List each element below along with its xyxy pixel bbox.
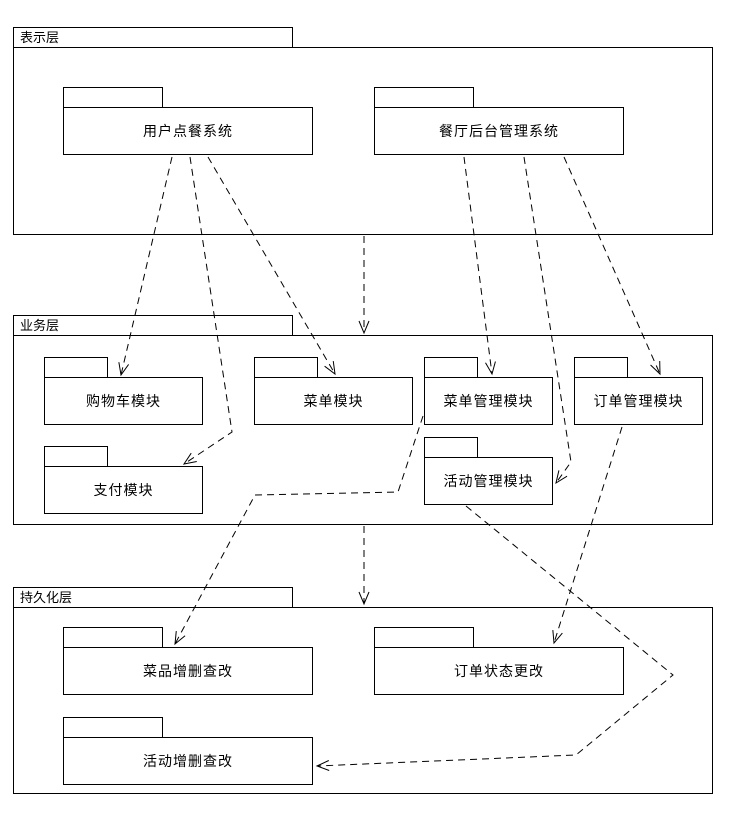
package-order-status-update: 订单状态更改 (374, 627, 624, 695)
package-body: 购物车模块 (44, 377, 203, 425)
package-tab (254, 357, 318, 377)
layer-label-presentation: 表示层 (20, 30, 60, 45)
package-tab (63, 627, 163, 647)
package-menu-module: 菜单模块 (254, 357, 413, 425)
package-activity-management-module: 活动管理模块 (424, 437, 553, 505)
package-label: 活动管理模块 (443, 475, 534, 490)
package-tab (424, 437, 478, 457)
package-body: 活动增删查改 (63, 737, 313, 785)
package-label: 支付模块 (93, 484, 154, 499)
package-restaurant-admin-system: 餐厅后台管理系统 (374, 87, 624, 155)
package-label: 活动增删查改 (143, 755, 233, 770)
layer-tab-persistence: 持久化层 (13, 587, 293, 607)
package-body: 餐厅后台管理系统 (374, 107, 624, 155)
package-user-ordering-system: 用户点餐系统 (63, 87, 313, 155)
package-body: 活动管理模块 (424, 457, 553, 505)
layer-tab-presentation: 表示层 (13, 27, 293, 47)
package-tab (44, 357, 108, 377)
package-label: 订单状态更改 (454, 665, 544, 680)
package-order-management-module: 订单管理模块 (574, 357, 703, 425)
package-body: 菜单模块 (254, 377, 413, 425)
package-tab (424, 357, 478, 377)
package-label: 菜品增删查改 (143, 665, 233, 680)
package-tab (63, 717, 163, 737)
package-body: 菜单管理模块 (424, 377, 553, 425)
package-label: 菜单管理模块 (443, 395, 534, 410)
package-label: 订单管理模块 (593, 395, 684, 410)
package-tab (63, 87, 163, 107)
package-label: 用户点餐系统 (143, 125, 233, 140)
package-body: 菜品增删查改 (63, 647, 313, 695)
layer-tab-business: 业务层 (13, 315, 293, 335)
package-dish-crud: 菜品增删查改 (63, 627, 313, 695)
package-cart-module: 购物车模块 (44, 357, 203, 425)
package-payment-module: 支付模块 (44, 446, 203, 514)
package-menu-management-module: 菜单管理模块 (424, 357, 553, 425)
package-tab (44, 446, 108, 466)
package-activity-crud: 活动增删查改 (63, 717, 313, 785)
package-body: 订单管理模块 (574, 377, 703, 425)
package-label: 餐厅后台管理系统 (439, 125, 559, 140)
package-tab (374, 87, 474, 107)
layer-label-persistence: 持久化层 (20, 590, 73, 605)
package-tab (374, 627, 474, 647)
package-body: 订单状态更改 (374, 647, 624, 695)
layer-label-business: 业务层 (20, 318, 60, 333)
package-tab (574, 357, 628, 377)
package-label: 购物车模块 (86, 395, 161, 410)
package-body: 支付模块 (44, 466, 203, 514)
package-body: 用户点餐系统 (63, 107, 313, 155)
package-label: 菜单模块 (303, 395, 364, 410)
